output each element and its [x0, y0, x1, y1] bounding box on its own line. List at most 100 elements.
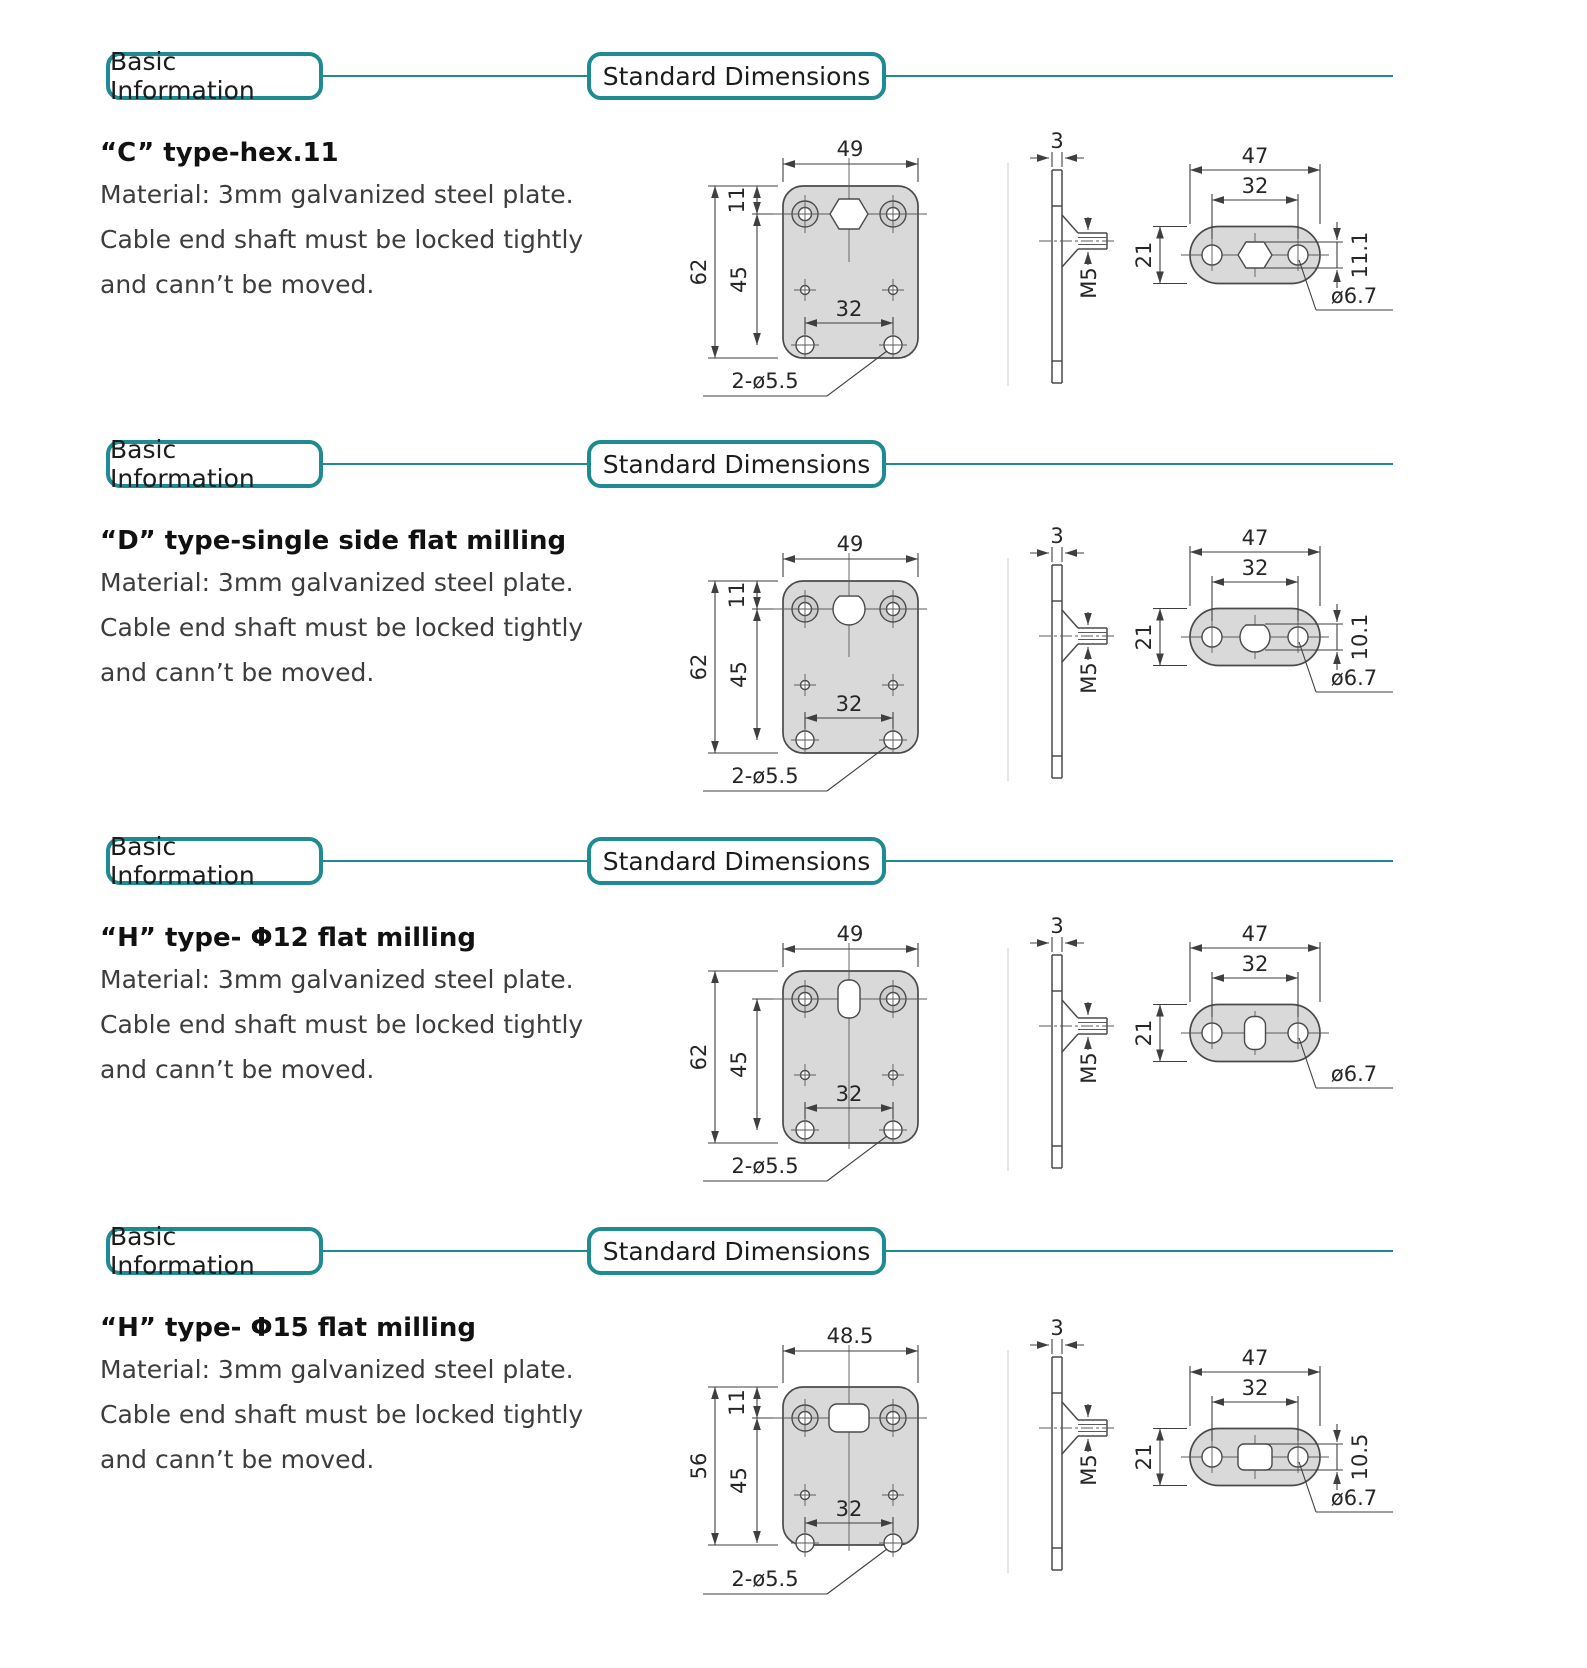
side-view: 3M5	[1030, 914, 1115, 1169]
end-view: 47 32 21 11.1 ø6.7	[1132, 144, 1393, 311]
product-section-h15-type: Basic Information Standard Dimensions “H…	[0, 1222, 1587, 1622]
connector-line	[883, 860, 1393, 862]
end-view: 47 32 21 ø6.7	[1132, 922, 1393, 1089]
standard-dimensions-label: Standard Dimensions	[602, 61, 871, 91]
dim-label: 11	[725, 582, 749, 609]
dim-label: 21	[1132, 242, 1156, 269]
basic-information-tag: Basic Information	[106, 832, 323, 890]
basic-information-tag: Basic Information	[106, 435, 323, 493]
product-section-h12-type: Basic Information Standard Dimensions “H…	[0, 832, 1587, 1233]
side-view: 3M5	[1030, 1316, 1115, 1571]
product-description-line: Material: 3mm galvanized steel plate.	[100, 180, 574, 209]
dim-label: 2-ø5.5	[731, 1567, 798, 1591]
dim-label: 47	[1242, 144, 1269, 168]
product-description-line: Material: 3mm galvanized steel plate.	[100, 568, 574, 597]
dim-label: 21	[1132, 1020, 1156, 1047]
dim-label: 3	[1050, 129, 1063, 153]
standard-dimensions-tag: Standard Dimensions	[587, 837, 886, 885]
dim-label: 10.1	[1348, 614, 1372, 661]
standard-dimensions-tag: Standard Dimensions	[587, 1227, 886, 1275]
dim-label: 21	[1132, 624, 1156, 651]
product-title: “D” type-single side flat milling	[100, 526, 567, 556]
product-description-line: and cann’t be moved.	[100, 1055, 375, 1084]
product-title: “C” type-hex.11	[100, 138, 339, 168]
dim-label: 32	[836, 692, 863, 716]
side-view: 3M5	[1030, 524, 1115, 779]
three-view-drawing: 48.5 56 45 11 32 2-ø5.5 3M5 47 32 21 10.5 ø6.7	[687, 1316, 1393, 1595]
dim-label: 32	[1242, 1376, 1269, 1400]
dim-label: ø6.7	[1331, 1486, 1377, 1510]
end-view: 47 32 21 10.5 ø6.7	[1132, 1346, 1393, 1513]
product-description-line: and cann’t be moved.	[100, 658, 375, 687]
dim-label: 32	[836, 1082, 863, 1106]
product-description-line: Cable end shaft must be locked tightly	[100, 1400, 584, 1429]
dim-label: 21	[1132, 1444, 1156, 1471]
product-title: “H” type- Φ15 flat milling	[100, 1313, 476, 1343]
dim-label: 56	[687, 1453, 711, 1480]
dim-label: 32	[1242, 556, 1269, 580]
dim-label: M5	[1077, 1052, 1101, 1083]
product-description-line: Cable end shaft must be locked tightly	[100, 1010, 584, 1039]
product-description-line: Cable end shaft must be locked tightly	[100, 225, 584, 254]
front-view: 49 62 45 11 32 2-ø5.5	[687, 137, 1009, 397]
dim-label: 62	[687, 654, 711, 681]
dim-label: 32	[836, 1497, 863, 1521]
dim-label: 49	[837, 137, 864, 161]
dim-label: 3	[1050, 524, 1063, 548]
standard-dimensions-label: Standard Dimensions	[602, 1236, 871, 1266]
front-view: 48.5 56 45 11 32 2-ø5.5	[687, 1324, 1009, 1595]
standard-dimensions-label: Standard Dimensions	[602, 449, 871, 479]
dim-label: 11.1	[1348, 232, 1372, 279]
dim-label: 2-ø5.5	[731, 1154, 798, 1178]
dim-label: M5	[1077, 662, 1101, 693]
dim-label: 32	[1242, 174, 1269, 198]
connector-line	[883, 1250, 1393, 1252]
dim-label: 32	[1242, 952, 1269, 976]
connector-line	[320, 75, 590, 77]
dim-label: 32	[836, 297, 863, 321]
dim-label: 48.5	[827, 1324, 874, 1348]
dim-label: 11	[725, 1389, 749, 1416]
connector-line	[883, 75, 1393, 77]
standard-dimensions-label: Standard Dimensions	[602, 846, 871, 876]
basic-information-label: Basic Information	[110, 435, 255, 493]
dim-label: 49	[837, 922, 864, 946]
basic-information-tag: Basic Information	[106, 47, 323, 105]
product-section-c-type: Basic Information Standard Dimensions “C…	[0, 47, 1587, 448]
dim-label: 47	[1242, 526, 1269, 550]
basic-information-label: Basic Information	[110, 1222, 255, 1280]
connector-line	[883, 463, 1393, 465]
dim-label: 45	[727, 1467, 751, 1494]
dim-label: M5	[1077, 267, 1101, 298]
three-view-drawing: 49 62 45 11 32 2-ø5.5 3M5 47 32 21 11.1 ø6.7	[687, 129, 1393, 397]
dim-label: 62	[687, 259, 711, 286]
dim-label: 10.5	[1348, 1434, 1372, 1481]
front-view: 49 62 45 32 2-ø5.5	[687, 922, 1009, 1182]
standard-dimensions-tag: Standard Dimensions	[587, 440, 886, 488]
dim-label: 11	[725, 187, 749, 214]
dim-label: 2-ø5.5	[731, 369, 798, 393]
product-section-d-type: Basic Information Standard Dimensions “D…	[0, 435, 1587, 835]
product-title: “H” type- Φ12 flat milling	[100, 923, 476, 953]
connector-line	[320, 1250, 590, 1252]
dim-label: 45	[727, 1051, 751, 1078]
dim-label: 47	[1242, 1346, 1269, 1370]
dim-label: 3	[1050, 914, 1063, 938]
dim-label: ø6.7	[1331, 1062, 1377, 1086]
product-description-line: and cann’t be moved.	[100, 1445, 375, 1474]
side-view: 3M5	[1030, 129, 1115, 384]
dim-label: 47	[1242, 922, 1269, 946]
dim-label: ø6.7	[1331, 284, 1377, 308]
three-view-drawing: 49 62 45 32 2-ø5.5 3M5 47 32 21 ø6.7	[687, 914, 1393, 1182]
dim-label: 62	[687, 1044, 711, 1071]
dim-label: 45	[727, 266, 751, 293]
product-description-line: and cann’t be moved.	[100, 270, 375, 299]
